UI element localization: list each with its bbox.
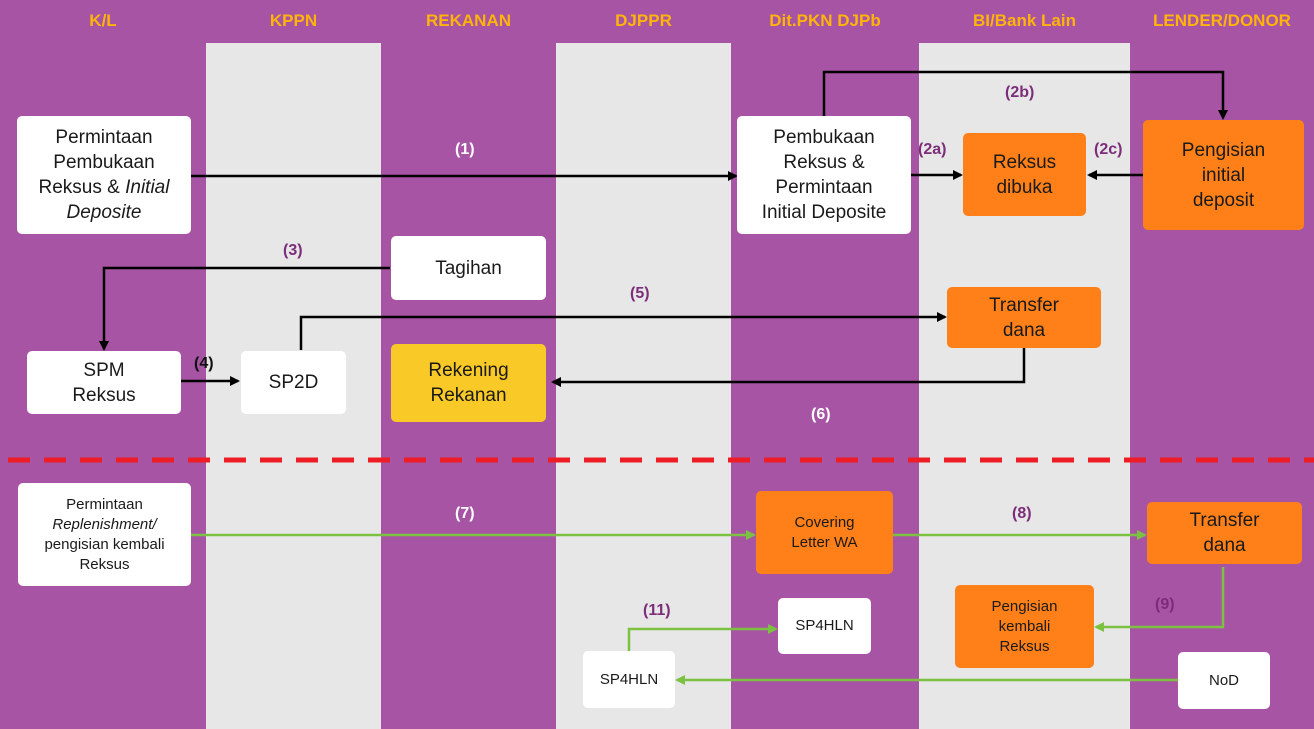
box-text-line: SP4HLN <box>599 670 659 688</box>
sp4hln-djppr-box: SP4HLN <box>583 651 675 708</box>
reksus-dibuka-box: Reksus dibuka <box>963 133 1086 216</box>
arrow-3 <box>99 266 390 351</box>
step-label-7: (7) <box>455 505 475 522</box>
lane-header-lender: LENDER/DONOR <box>1153 11 1291 30</box>
box-text-line: Permintaan <box>66 495 143 513</box>
pengisian-initial-box: Pengisian initial deposit <box>1143 120 1304 230</box>
box-text-italic: Deposite <box>66 202 142 223</box>
lane-header-kppn: KPPN <box>269 11 318 30</box>
box-text-line: dibuka <box>996 176 1053 198</box>
tagihan-box: Tagihan <box>391 236 546 300</box>
box-text-line: SP4HLN <box>795 617 854 634</box>
step-label-9: (9) <box>1155 596 1175 613</box>
arrow-5 <box>299 312 947 350</box>
box-text-line: Pembukaan <box>773 127 875 148</box>
lane-header-bi-bank: BI/Bank Lain <box>973 11 1076 30</box>
sp2d-box: SP2D <box>241 351 346 414</box>
box-text-line: pengisian kembali <box>44 535 165 553</box>
box-text-italic: Initial <box>125 177 170 198</box>
box-text-line: Pengisian <box>991 597 1058 615</box>
arrow-2b <box>822 70 1228 120</box>
step-label-3: (3) <box>283 242 303 259</box>
box-text-line: deposit <box>1192 189 1255 211</box>
lane-header-dit-pkn: Dit.PKN DJPb <box>769 11 881 30</box>
box-text-line: Rekening <box>428 360 509 381</box>
covering-letter-box: Covering Letter WA <box>756 491 893 574</box>
step-label-5: (5) <box>630 285 650 302</box>
box-text-line: Reksus <box>72 384 136 406</box>
box-text-line: Pengisian <box>1181 139 1266 161</box>
pengisian-kembali-box: Pengisian kembali Reksus <box>955 585 1094 668</box>
rekening-rekanan-box: Rekening Rekanan <box>391 344 546 422</box>
step-label-2a: (2a) <box>918 141 947 158</box>
step-label-8: (8) <box>1012 505 1032 522</box>
header-bar <box>0 0 1314 43</box>
spm-reksus-box: SPM Reksus <box>27 351 181 414</box>
transfer-dana-top-box: Transfer dana <box>947 287 1101 348</box>
box-text-line: Transfer <box>1189 510 1260 531</box>
permintaan-pembukaan-box: Permintaan Pembukaan Reksus & Initial De… <box>17 116 191 234</box>
transfer-dana-bottom-box: Transfer dana <box>1147 502 1302 564</box>
arrow-6 <box>551 348 1026 387</box>
box-text-line: Reksus <box>999 637 1050 655</box>
box-text-line: dana <box>1203 535 1246 556</box>
step-label-4: (4) <box>194 355 214 372</box>
lane-header-kl: K/L <box>89 11 117 30</box>
permintaan-replenishment-box: Permintaan Replenishment/ pengisian kemb… <box>18 483 191 586</box>
step-label-11: (11) <box>643 602 671 619</box>
box-text-line: Permintaan <box>55 127 153 148</box>
box-text-line: SP2D <box>268 372 319 393</box>
step-label-2c: (2c) <box>1094 141 1123 158</box>
box-text-line: Letter WA <box>791 533 858 551</box>
box-text-line: Reksus & <box>783 152 865 173</box>
box-text-line: Transfer <box>988 294 1060 316</box>
arrow-9 <box>1094 567 1225 632</box>
box-text-line: dana <box>1002 319 1046 341</box>
box-text-italic: Replenishment <box>52 515 153 533</box>
lane-djppr <box>556 0 731 729</box>
box-text-line: initial <box>1201 164 1246 186</box>
box-text-line: Pembukaan <box>53 152 155 173</box>
box-text-line: SPM <box>83 359 125 381</box>
box-text-line: Initial Deposite <box>761 202 887 223</box>
nod-box: NoD <box>1178 652 1270 709</box>
box-text-line: Rekanan <box>430 385 507 406</box>
step-label-2b: (2b) <box>1005 84 1035 101</box>
box-text-line: Permintaan <box>775 177 873 198</box>
box-text-line: / <box>152 515 157 533</box>
box-text-line: Reksus <box>79 555 130 573</box>
box-text-line: NoD <box>1208 671 1239 689</box>
sp4hln-dit-box: SP4HLN <box>778 598 871 654</box>
arrow-11 <box>627 624 778 651</box>
lane-header-djppr: DJPPR <box>615 11 672 30</box>
box-text-line: Reksus & <box>38 177 126 198</box>
box-text-line: Tagihan <box>435 257 502 279</box>
lane-header-rekanan: REKANAN <box>426 11 511 30</box>
step-label-6: (6) <box>811 406 831 423</box>
box-text-line: kembali <box>998 617 1051 635</box>
box-text-line: Reksus <box>992 151 1057 173</box>
box-text-line: Covering <box>794 513 855 531</box>
step-label-1: (1) <box>455 141 475 158</box>
pembukaan-reksus-box: Pembukaan Reksus & Permintaan Initial De… <box>737 116 911 234</box>
